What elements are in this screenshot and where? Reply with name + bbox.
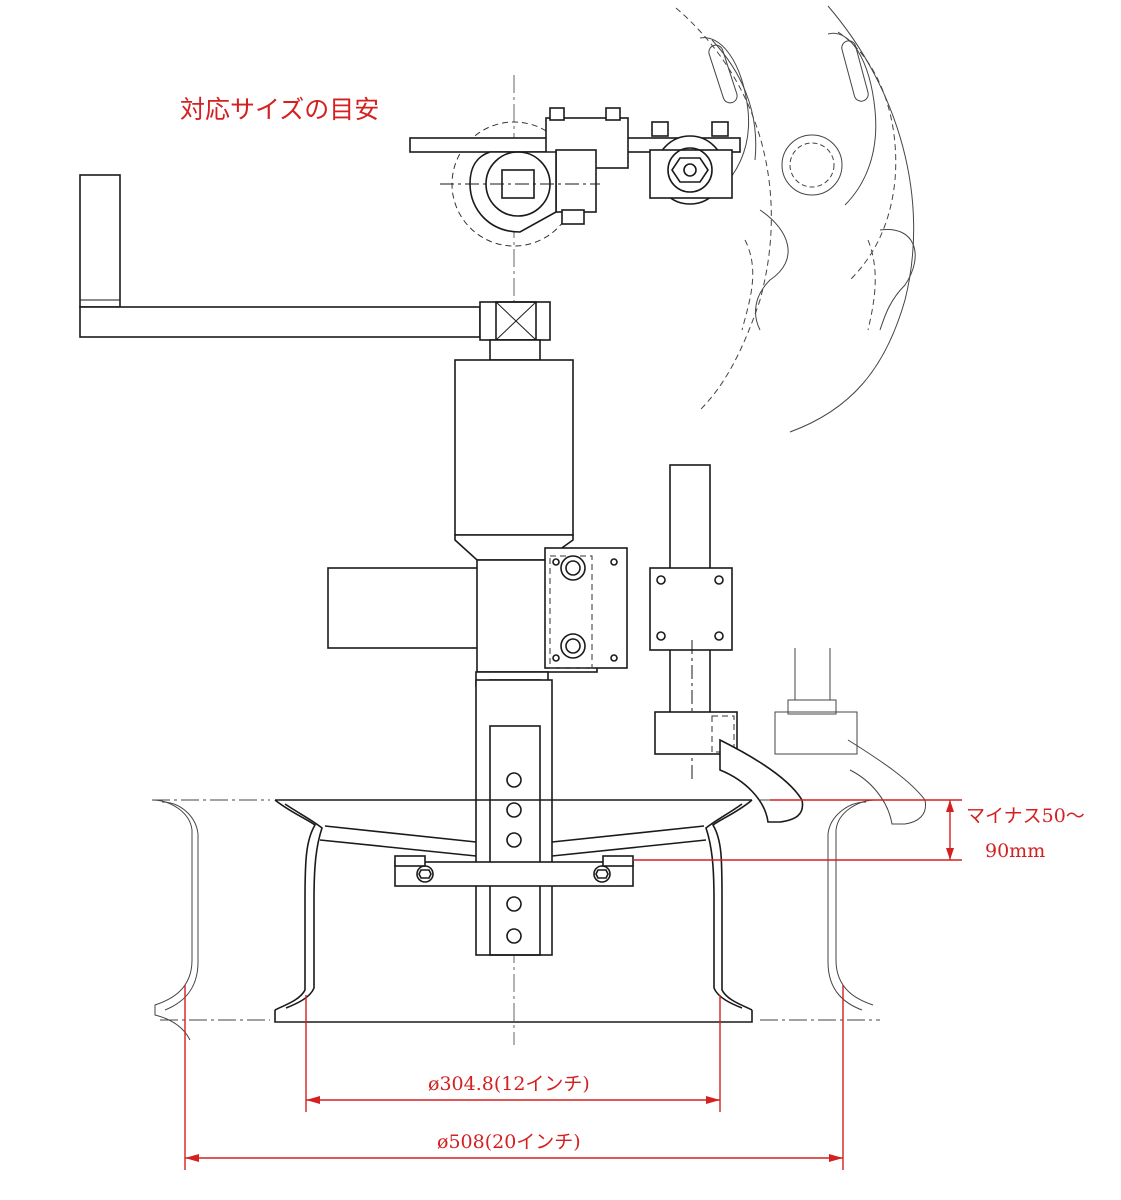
side-post-assembly: [649, 464, 804, 823]
lower-clamp-bar: [394, 855, 634, 887]
small-diameter-dimension: ø304.8(12インチ): [305, 995, 721, 1112]
offset-label-line2: 90mm: [985, 840, 1045, 862]
ghost-wheel-top-right: [675, 5, 916, 433]
top-clamp-assembly: [409, 107, 741, 247]
crank-handle: [79, 174, 551, 361]
offset-label-line1: マイナス50～: [966, 805, 1085, 827]
small-diameter-label: ø304.8(12インチ): [428, 1073, 590, 1095]
rim-small: [274, 799, 753, 1023]
large-diameter-dimension: ø508(20インチ): [184, 985, 844, 1170]
main-body: [327, 359, 628, 956]
offset-dimension: マイナス50～ 90mm: [633, 799, 1085, 862]
large-diameter-label: ø508(20インチ): [437, 1131, 581, 1153]
ghost-foot-right: [774, 648, 927, 825]
rim-large-ghost-left: [151, 799, 270, 1041]
drawing-title: 対応サイズの目安: [180, 95, 379, 124]
rim-large-ghost-right: [760, 799, 880, 1021]
